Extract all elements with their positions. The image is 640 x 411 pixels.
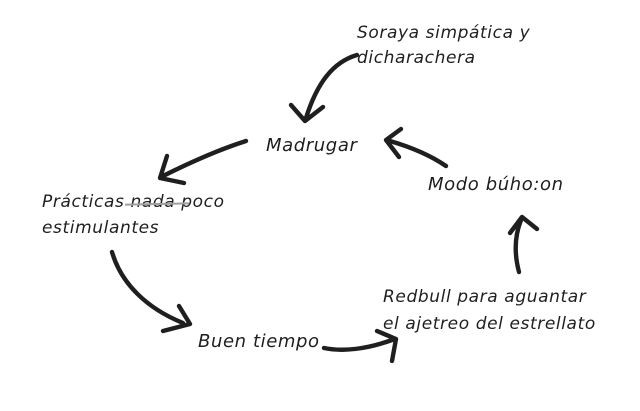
node-practicas-word1: Prácticas	[42, 192, 125, 212]
node-practicas-word2: poco	[181, 192, 225, 212]
arrow-soraya-to-madrugar	[288, 52, 360, 124]
node-modo-buho-label: Modo búho:on	[428, 174, 564, 195]
arrow-practicas-to-buen-tiempo	[109, 249, 193, 334]
node-practicas-line2: estimulantes	[42, 218, 160, 238]
node-soraya: Soraya simpática y dicharachera	[357, 21, 530, 71]
node-redbull-line2: el ajetreo del estrellato	[383, 314, 596, 334]
arrow-redbull-to-modo-buho	[507, 214, 540, 275]
node-redbull-line1: Redbull para aguantar	[383, 287, 587, 307]
arrow-modo-buho-to-madrugar	[383, 126, 449, 169]
node-practicas-line1: Prácticas nada poco	[42, 189, 225, 215]
node-madrugar-label: Madrugar	[266, 135, 358, 156]
node-modo-buho: Modo búho:on	[428, 172, 564, 198]
node-practicas-struck-word: nada	[130, 189, 175, 215]
node-soraya-line1: Soraya simpática y	[357, 23, 531, 43]
node-madrugar: Madrugar	[266, 133, 357, 159]
arrow-madrugar-to-practicas	[157, 138, 249, 186]
node-buen-tiempo: Buen tiempo	[198, 329, 320, 355]
node-soraya-line2: dicharachera	[357, 48, 476, 68]
node-redbull: Redbull para aguantar el ajetreo del est…	[383, 284, 596, 338]
node-buen-tiempo-label: Buen tiempo	[198, 331, 320, 352]
node-practicas: Prácticas nada poco estimulantes	[42, 189, 225, 241]
